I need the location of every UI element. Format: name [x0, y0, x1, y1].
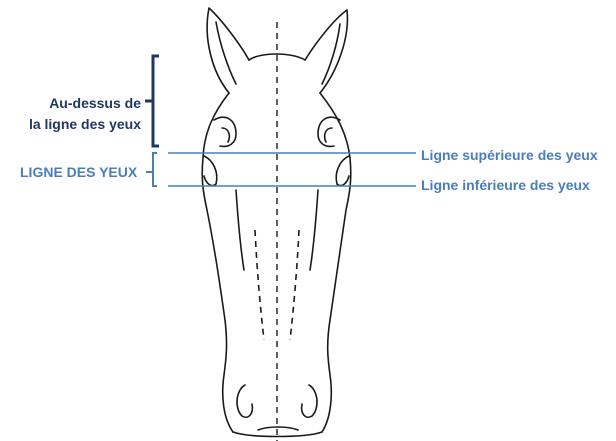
- left-eye: [204, 156, 217, 186]
- right-nostril: [302, 385, 317, 417]
- right-ear: [305, 10, 347, 93]
- above-eye-bracket: [153, 56, 159, 146]
- left-brow-2: [222, 128, 229, 142]
- left-nasal-dash: [255, 230, 264, 340]
- above-eye-line-label-2: la ligne des yeux: [29, 115, 141, 134]
- left-side: [202, 93, 233, 432]
- left-brow: [214, 117, 236, 146]
- left-face-line: [236, 190, 244, 270]
- right-brow: [318, 117, 340, 146]
- right-side: [320, 93, 351, 432]
- left-ear-inner: [216, 22, 236, 84]
- above-eye-line-label-1: Au-dessus de: [49, 94, 141, 113]
- right-eye: [336, 156, 349, 186]
- lower-eye-line-label: Ligne inférieure des yeux: [421, 176, 590, 195]
- left-nostril: [237, 385, 252, 417]
- upper-eye-line-label: Ligne supérieure des yeux: [421, 146, 598, 165]
- left-ear: [207, 8, 249, 93]
- eye-line-label: LIGNE DES YEUX: [20, 163, 137, 182]
- right-face-line: [310, 190, 318, 270]
- right-nasal-dash: [290, 230, 299, 340]
- lip-line: [258, 427, 298, 430]
- right-brow-2: [325, 128, 332, 142]
- eye-line-bracket: [153, 153, 157, 186]
